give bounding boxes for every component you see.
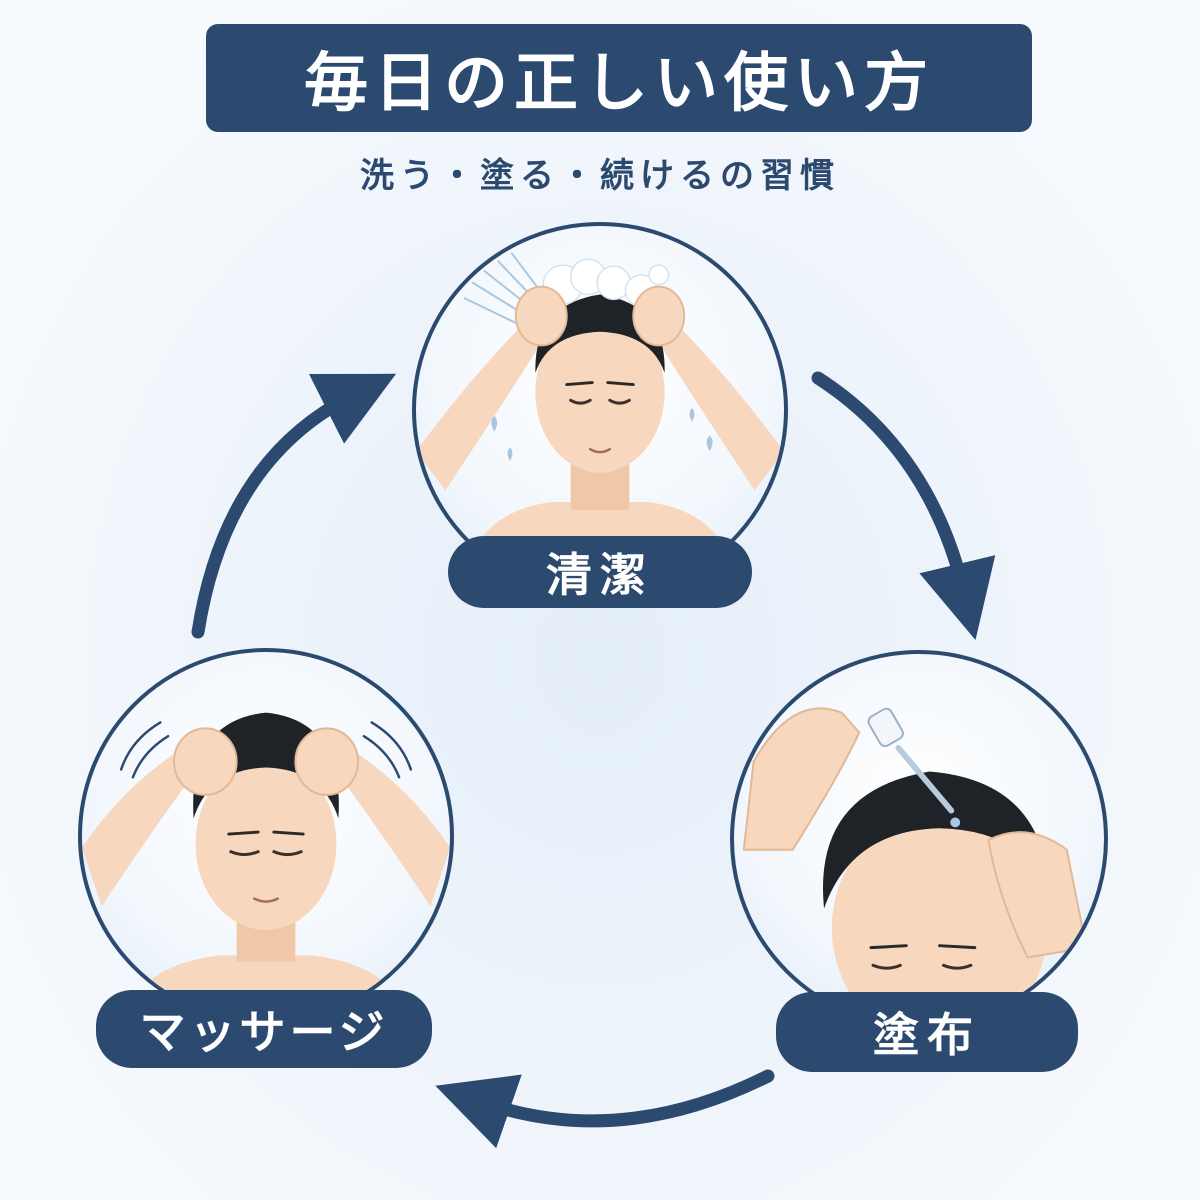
step-badge-massage: マッサージ [96, 990, 432, 1068]
step-label-massage: マッサージ [139, 1005, 389, 1059]
arrow-cleanse-to-apply [811, 371, 996, 641]
title-banner: 毎日の正しい使い方 [206, 24, 1032, 132]
step-label-cleanse: 清潔 [546, 548, 654, 602]
page-title: 毎日の正しい使い方 [304, 47, 934, 121]
dropper-application-icon [742, 707, 1088, 1024]
step-badge-apply: 塗布 [776, 992, 1078, 1072]
apply-illustration [730, 650, 1108, 1028]
motion-lines-icon [119, 721, 413, 779]
step-label-apply: 塗布 [873, 1008, 981, 1062]
step-badge-cleanse: 清潔 [448, 536, 752, 608]
massage-illustration [78, 648, 454, 1024]
arrow-apply-to-massage [435, 1069, 775, 1149]
arrow-massage-to-cleanse [191, 373, 397, 639]
dropper-icon [867, 707, 961, 828]
page-subtitle: 洗う・塗る・続けるの習慣 [360, 156, 840, 196]
scalp-massage-icon [82, 712, 450, 1020]
